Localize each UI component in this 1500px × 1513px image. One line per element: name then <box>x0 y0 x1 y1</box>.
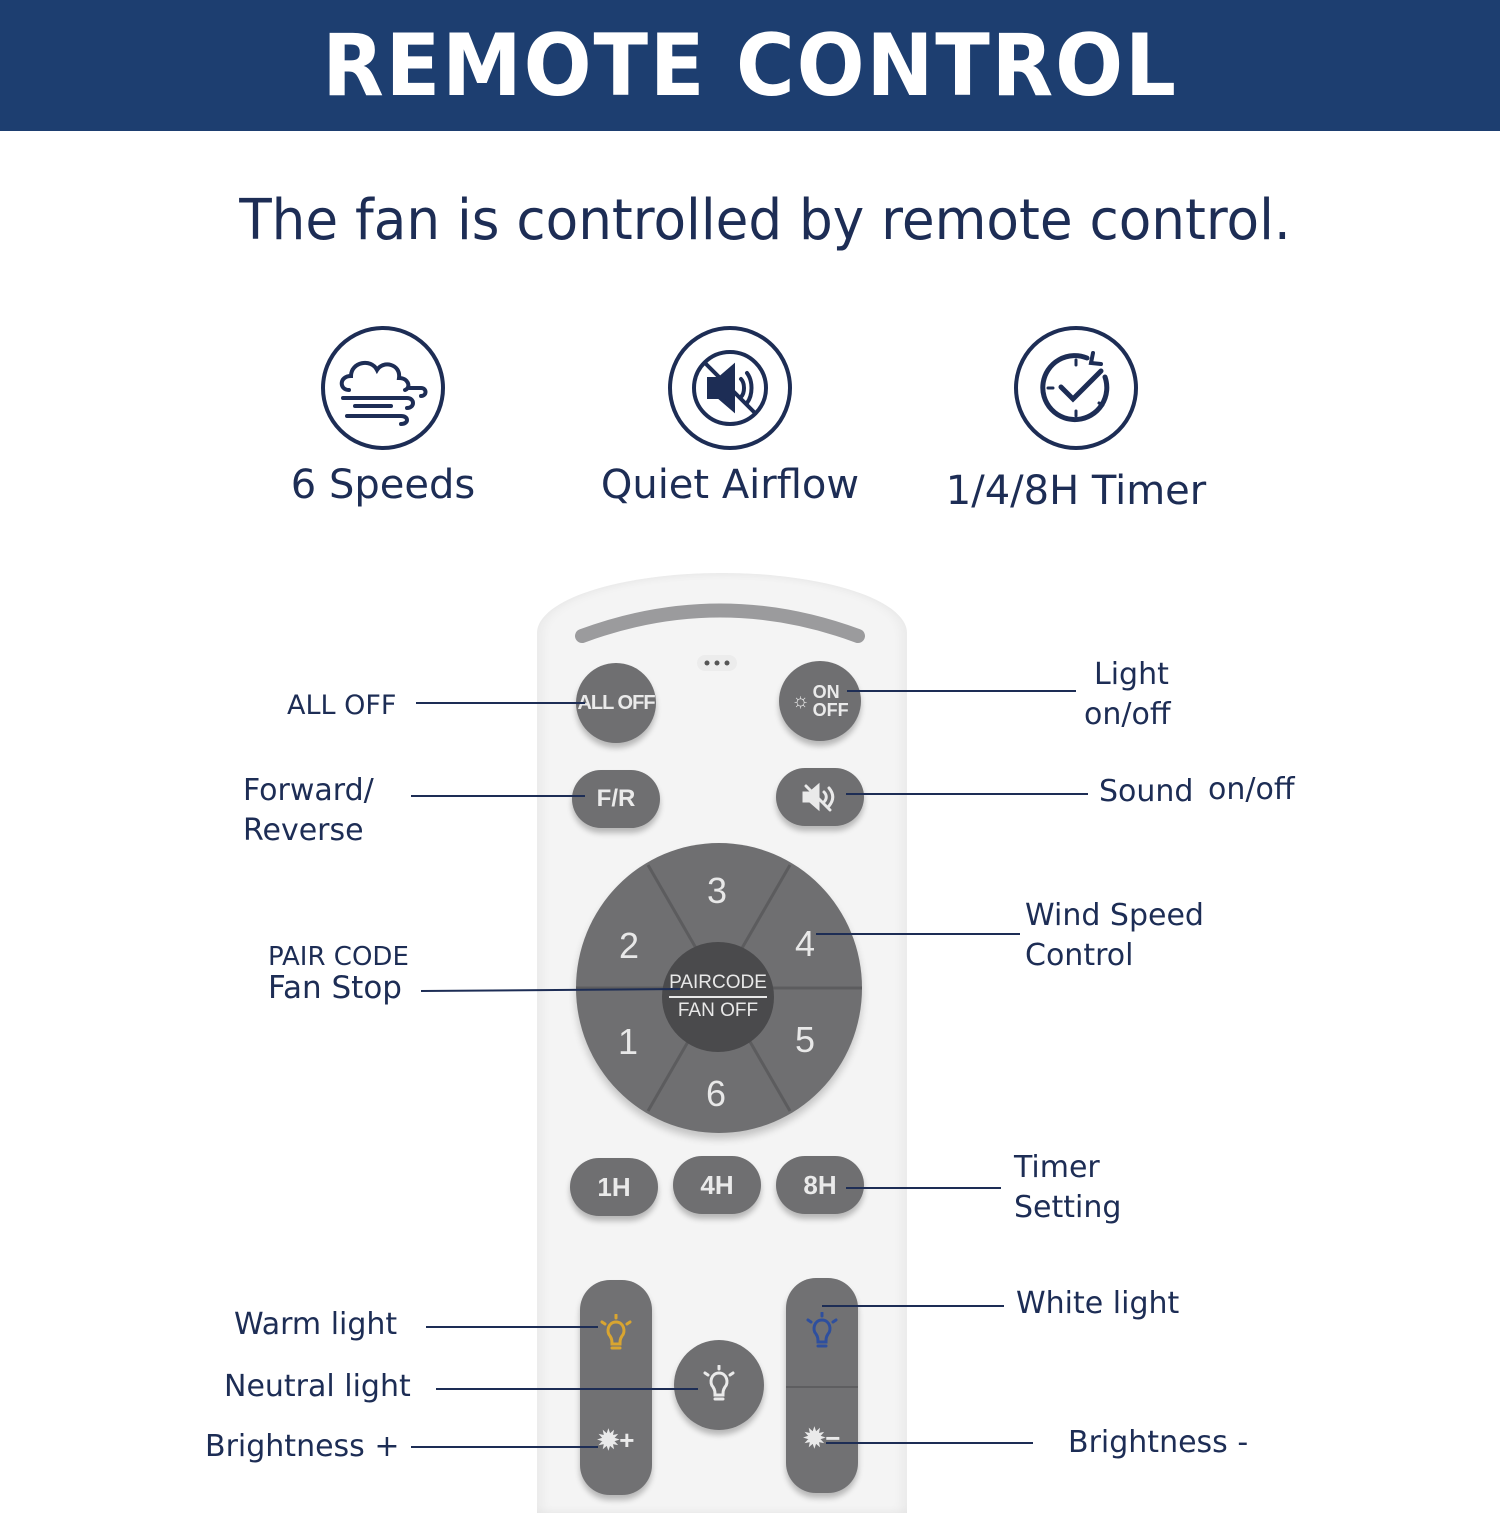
pair-code-label: PAIRCODE <box>669 970 767 998</box>
clock-icon <box>1014 326 1138 450</box>
callout-white-light: White light <box>1016 1286 1180 1321</box>
callout-fan-stop: Fan Stop <box>268 970 402 1006</box>
feature-quiet: Quiet Airflow <box>580 326 880 508</box>
timer-1h-button[interactable]: 1H <box>570 1158 658 1216</box>
speed-3-button[interactable]: 3 <box>706 870 728 911</box>
off-label: OFF <box>812 700 849 720</box>
timer-8h-label: 8H <box>803 1169 837 1200</box>
callout-light: Light <box>1094 657 1169 692</box>
callout-control: Control <box>1025 938 1134 973</box>
feature-label: Quiet Airflow <box>600 462 860 508</box>
callout-forward: Forward/ <box>243 773 374 808</box>
speed-2-button[interactable]: 2 <box>618 925 640 966</box>
timer-4h-button[interactable]: 4H <box>673 1156 761 1214</box>
white-bulb-icon <box>806 1312 838 1348</box>
warm-light-button[interactable] <box>580 1280 652 1390</box>
callout-sound: Sound <box>1099 774 1194 809</box>
feature-label: 6 Speeds <box>290 462 476 508</box>
mute-speaker-icon <box>802 782 835 812</box>
sun-icon: ✹ <box>597 1424 620 1455</box>
speed-6-button[interactable]: 6 <box>705 1073 727 1114</box>
timer-1h-label: 1H <box>597 1171 631 1202</box>
bulb-icon <box>703 1365 735 1401</box>
bulb-icon: ☼ <box>791 689 810 712</box>
forward-reverse-label: F/R <box>596 785 636 812</box>
neutral-light-button[interactable] <box>674 1340 764 1430</box>
all-off-button-label: ALL OFF <box>577 691 655 714</box>
right-light-rocker: ✹ − <box>786 1278 858 1493</box>
speed-5-button[interactable]: 5 <box>794 1019 816 1060</box>
timer-8h-button[interactable]: 8H <box>776 1156 864 1214</box>
plus-symbol: + <box>619 1424 635 1455</box>
left-light-rocker: ✹ + <box>580 1280 652 1495</box>
forward-reverse-button[interactable]: F/R <box>572 770 660 828</box>
all-off-button[interactable]: ALL OFF <box>576 663 656 743</box>
warm-bulb-icon <box>600 1314 632 1350</box>
callout-wind-speed: Wind Speed <box>1025 898 1204 933</box>
header-banner: REMOTE CONTROL <box>0 0 1500 131</box>
brightness-minus-button[interactable]: ✹ − <box>786 1388 858 1488</box>
callout-reverse: Reverse <box>243 813 364 848</box>
callout-setting: Setting <box>1014 1190 1122 1225</box>
speed-4-button[interactable]: 4 <box>794 923 816 964</box>
callout-pair-code: PAIR CODE <box>268 942 409 972</box>
pair-code-fan-off-button[interactable]: PAIRCODE FAN OFF <box>662 942 774 1052</box>
callout-brightness-minus: Brightness - <box>1068 1425 1249 1460</box>
callout-light-on-off: on/off <box>1084 697 1171 732</box>
mute-speaker-icon <box>668 326 792 450</box>
feature-timer: 1/4/8H Timer <box>926 326 1226 514</box>
brightness-plus-button[interactable]: ✹ + <box>580 1390 652 1490</box>
sound-toggle-button[interactable] <box>776 768 864 826</box>
callout-neutral-light: Neutral light <box>224 1369 411 1404</box>
speed-dial: 1 2 3 4 5 6 <box>576 843 862 1133</box>
white-light-button[interactable] <box>786 1278 858 1388</box>
feature-label: 1/4/8H Timer <box>945 468 1207 514</box>
page-title: REMOTE CONTROL <box>322 15 1178 116</box>
timer-4h-label: 4H <box>700 1169 734 1200</box>
light-toggle-button[interactable]: ☼ ON OFF <box>779 661 861 741</box>
feature-speeds: 6 Speeds <box>233 326 533 508</box>
subtitle: The fan is controlled by remote control. <box>239 188 1291 253</box>
cloud-wind-icon <box>321 326 445 450</box>
fan-off-label: FAN OFF <box>677 1000 759 1021</box>
sun-icon: ✹ <box>803 1422 826 1453</box>
callout-brightness-plus: Brightness + <box>205 1429 400 1464</box>
callout-sound-on-off: on/off <box>1208 772 1295 807</box>
callout-all-off: ALL OFF <box>287 690 397 721</box>
callout-warm-light: Warm light <box>234 1307 398 1342</box>
callout-timer: Timer <box>1014 1150 1100 1185</box>
speed-1-button[interactable]: 1 <box>617 1021 639 1062</box>
on-label: ON <box>812 682 840 702</box>
minus-symbol: − <box>825 1422 841 1453</box>
